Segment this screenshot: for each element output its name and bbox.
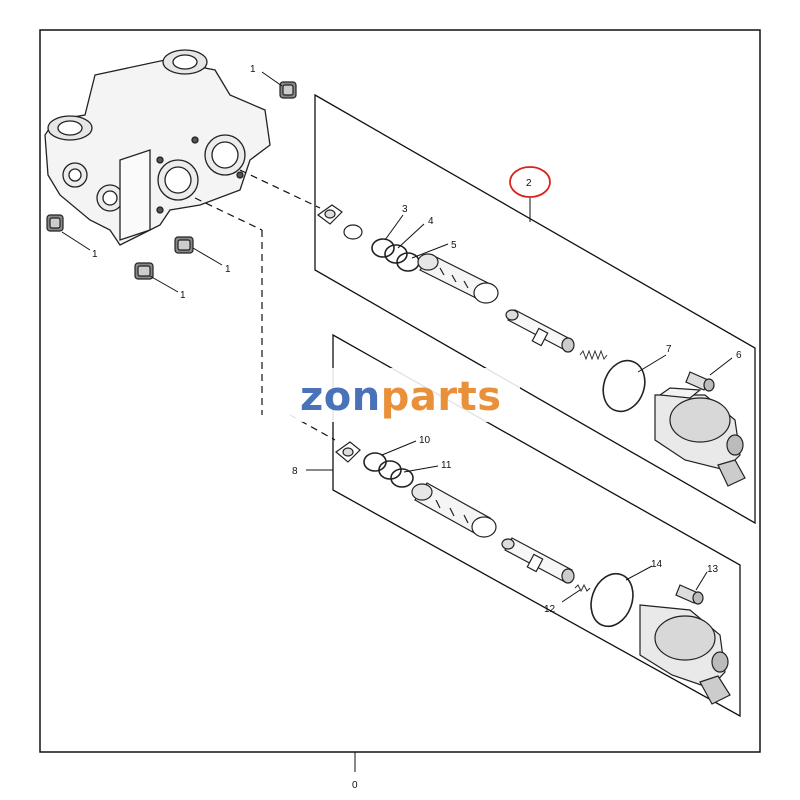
callout-6: 6 (736, 350, 742, 361)
spool-lower (501, 537, 575, 584)
watermark-part2: parts (381, 374, 502, 420)
valve-sleeve-lower (411, 482, 497, 538)
watermark-backdrop (288, 368, 520, 422)
watermark-part1: zon (300, 374, 381, 420)
screw-6 (685, 371, 715, 392)
plug-1-top (279, 81, 297, 99)
valve-body (44, 49, 271, 246)
spring-upper (579, 349, 608, 361)
seal-ring-upper (343, 224, 363, 240)
highlight-circle-callout-2 (509, 166, 551, 198)
o-ring-7 (602, 359, 646, 413)
plug-1-mid (174, 236, 194, 254)
callout-leaders (306, 198, 733, 603)
o-rings-upper (371, 238, 420, 272)
plug-leaders (61, 71, 283, 293)
spring-lower (574, 583, 591, 593)
screw-13 (675, 584, 704, 605)
o-ring-14 (590, 572, 634, 628)
callout-3: 3 (402, 204, 408, 215)
callout-1-mid: 1 (225, 264, 231, 275)
callout-10: 10 (419, 435, 431, 446)
plug-parts (46, 81, 297, 280)
callout-13: 13 (707, 564, 719, 575)
seal-plate-lower (335, 441, 361, 463)
frame-label: 0 (352, 780, 358, 791)
callout-4: 4 (428, 216, 434, 227)
o-rings-lower (363, 452, 414, 488)
kit-box-lower (332, 333, 741, 718)
lower-assembly (335, 441, 731, 705)
assembly-dashed-lines (194, 169, 336, 441)
callout-14: 14 (651, 559, 663, 570)
solenoid-upper (654, 387, 746, 487)
callout-1-top: 1 (250, 64, 256, 75)
diagram-frame (39, 29, 761, 753)
watermark-text: zonparts (300, 374, 502, 420)
callout-11: 11 (441, 460, 452, 471)
callout-5: 5 (451, 240, 457, 251)
solenoid-lower (639, 604, 731, 705)
kit-box-upper (314, 93, 756, 525)
callout-1-left: 1 (92, 249, 98, 260)
callout-8: 8 (292, 466, 298, 477)
callout-1-bottom: 1 (180, 290, 186, 301)
callout-7: 7 (666, 344, 672, 355)
plug-1-left (46, 214, 64, 232)
callout-2: 2 (526, 178, 532, 189)
callout-12: 12 (544, 604, 556, 615)
spool-upper (505, 309, 575, 353)
upper-assembly (316, 204, 746, 487)
plug-1-bottom (134, 262, 154, 280)
valve-sleeve-upper (417, 253, 499, 304)
seal-plate-upper (316, 204, 343, 225)
